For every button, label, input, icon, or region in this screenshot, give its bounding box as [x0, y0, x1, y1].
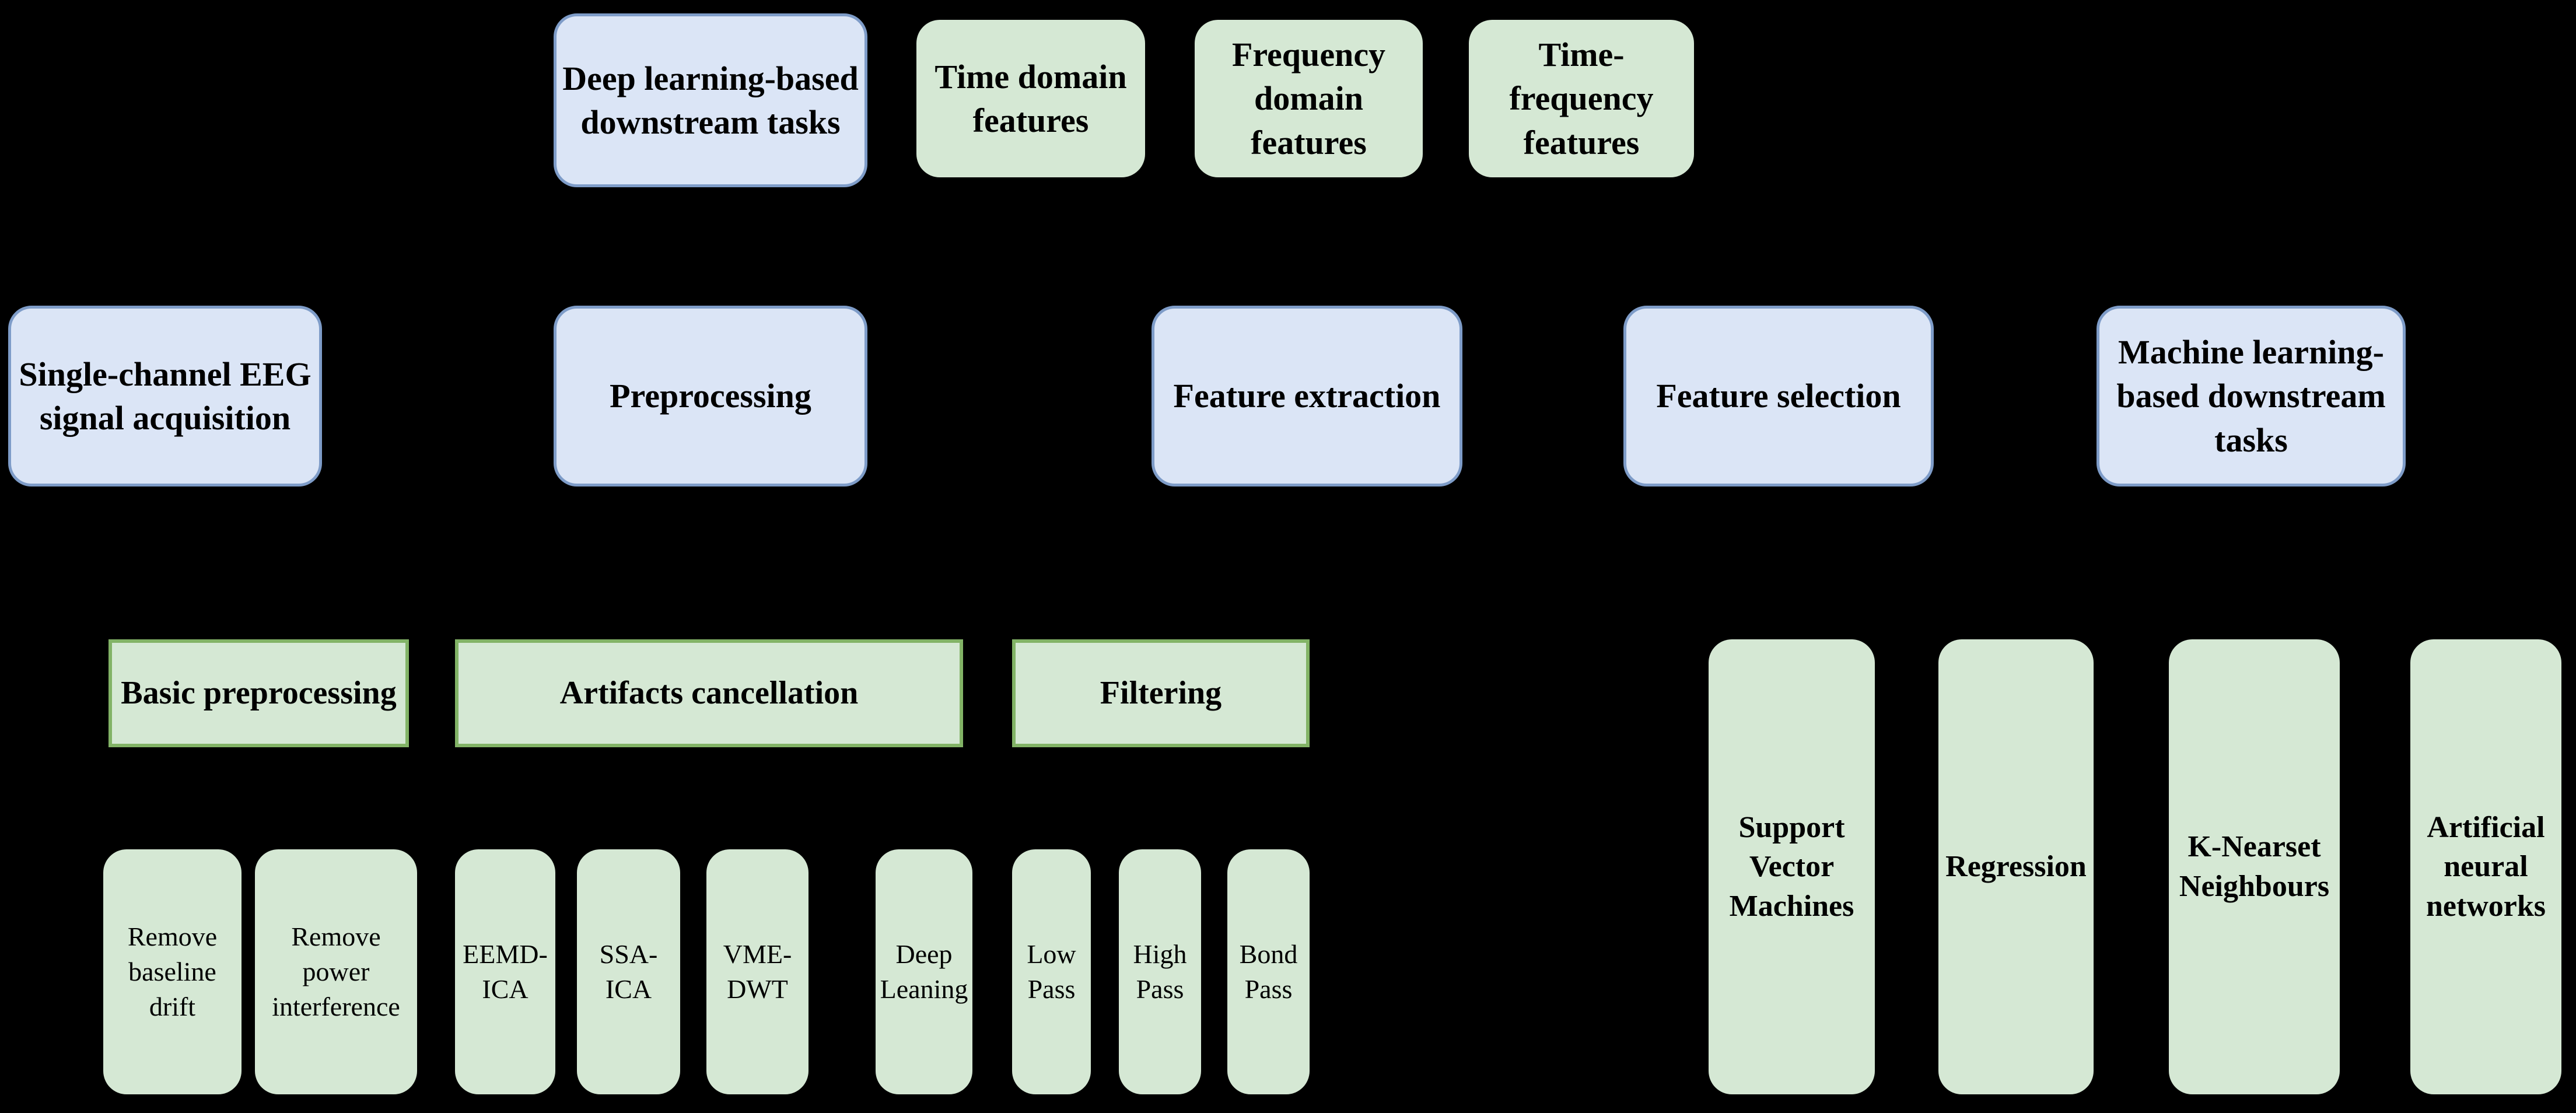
node-feature-extraction: Feature extraction [1152, 306, 1462, 487]
node-basic-preprocessing: Basic preprocessing [108, 639, 409, 747]
node-label: Low Pass [1027, 939, 1076, 1004]
node-label: Remove power interference [272, 922, 400, 1021]
node-low-pass: Low Pass [1012, 849, 1091, 1094]
node-regression: Regression [1938, 639, 2094, 1094]
node-high-pass: High Pass [1119, 849, 1201, 1094]
node-machine-learning-downstream-tasks: Machine learning-based downstream tasks [2096, 306, 2406, 487]
node-label: Support Vector Machines [1729, 810, 1854, 923]
node-label: Bond Pass [1239, 939, 1298, 1004]
node-deep-learning-downstream-tasks: Deep learning-based downstream tasks [554, 13, 867, 187]
node-label: Frequency domain features [1231, 35, 1386, 162]
node-label: Filtering [1100, 675, 1222, 712]
node-single-channel-eeg-acquisition: Single-channel EEG signal acquisition [8, 306, 322, 487]
node-label: Artificial neural networks [2426, 810, 2546, 923]
node-label: Time domain features [935, 57, 1127, 139]
node-ssa-ica: SSA-ICA [577, 849, 680, 1094]
node-label: Artifacts cancellation [559, 675, 859, 712]
node-label: VME-DWT [723, 939, 792, 1004]
node-preprocessing: Preprocessing [554, 306, 867, 487]
node-label: SSA-ICA [599, 939, 658, 1004]
node-label: Time-frequency features [1509, 35, 1654, 162]
node-label: K-Nearset Neighbours [2179, 830, 2330, 903]
node-artificial-neural-networks: Artificial neural networks [2410, 639, 2561, 1094]
node-label: Preprocessing [610, 377, 811, 415]
node-label: EEMD-ICA [463, 939, 548, 1004]
node-label: Basic preprocessing [121, 675, 397, 712]
node-feature-selection: Feature selection [1623, 306, 1934, 487]
node-label: Deep Leaning [880, 939, 968, 1004]
node-remove-power-interference: Remove power interference [255, 849, 417, 1094]
node-label: Feature selection [1656, 377, 1901, 415]
node-k-nearset-neighbours: K-Nearset Neighbours [2169, 639, 2340, 1094]
node-remove-baseline-drift: Remove baseline drift [103, 849, 242, 1094]
node-label: Regression [1945, 850, 2087, 884]
node-deep-leaning: Deep Leaning [876, 849, 972, 1094]
node-support-vector-machines: Support Vector Machines [1709, 639, 1875, 1094]
node-frequency-domain-features: Frequency domain features [1195, 20, 1423, 177]
node-label: Single-channel EEG signal acquisition [19, 355, 312, 437]
node-eemd-ica: EEMD-ICA [455, 849, 555, 1094]
node-label: High Pass [1133, 939, 1187, 1004]
node-label: Feature extraction [1173, 377, 1441, 415]
node-label: Deep learning-based downstream tasks [562, 59, 859, 141]
node-label: Remove baseline drift [127, 922, 218, 1021]
node-bond-pass: Bond Pass [1227, 849, 1310, 1094]
node-time-domain-features: Time domain features [916, 20, 1145, 177]
node-time-frequency-features: Time-frequency features [1469, 20, 1694, 177]
node-filtering: Filtering [1012, 639, 1310, 747]
node-artifacts-cancellation: Artifacts cancellation [455, 639, 963, 747]
node-vme-dwt: VME-DWT [706, 849, 808, 1094]
node-label: Machine learning-based downstream tasks [2116, 332, 2386, 459]
